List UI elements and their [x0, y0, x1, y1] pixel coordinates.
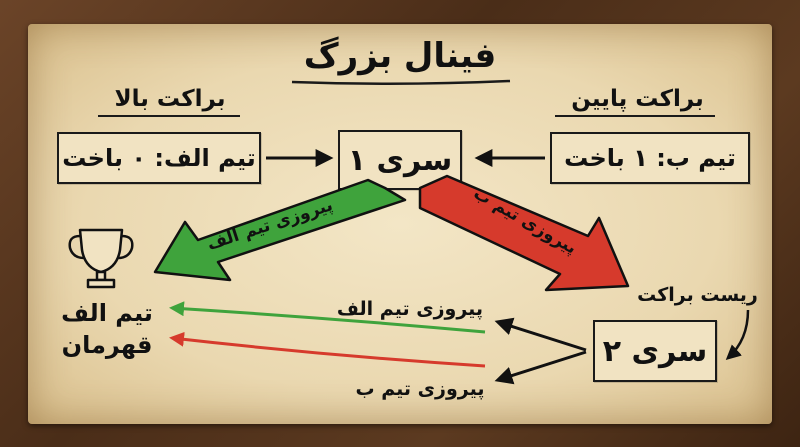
lower-bracket-team-box: تیم ب: ۱ باخت [550, 132, 750, 184]
outcome-team-b-win: پیروزی تیم ب [355, 378, 485, 400]
series-2-box: سری ۲ [593, 320, 717, 382]
trophy-icon [68, 228, 134, 289]
arrow-reset-to-series2 [725, 309, 750, 361]
red-line-to-champion [169, 331, 486, 368]
champion-title: قهرمان [61, 331, 153, 359]
champion-team: تیم الف [61, 299, 153, 327]
green-line-to-champion [169, 301, 486, 334]
outcome-team-a-win: پیروزی تیم الف [336, 298, 484, 320]
upper-bracket-label: براکت بالا [114, 86, 226, 112]
red-win-arrow [418, 174, 630, 292]
green-win-arrow [153, 178, 407, 282]
upper-bracket-team-box: تیم الف: ۰ باخت [57, 132, 261, 184]
lower-bracket-label: براکت پایین [571, 86, 704, 112]
reset-bracket-label: ریست براکت [637, 284, 758, 306]
arrow-series2-to-outcome-b [494, 350, 587, 385]
diagram-title: فینال بزرگ [303, 36, 497, 76]
arrow-series2-to-outcome-a [494, 317, 587, 352]
